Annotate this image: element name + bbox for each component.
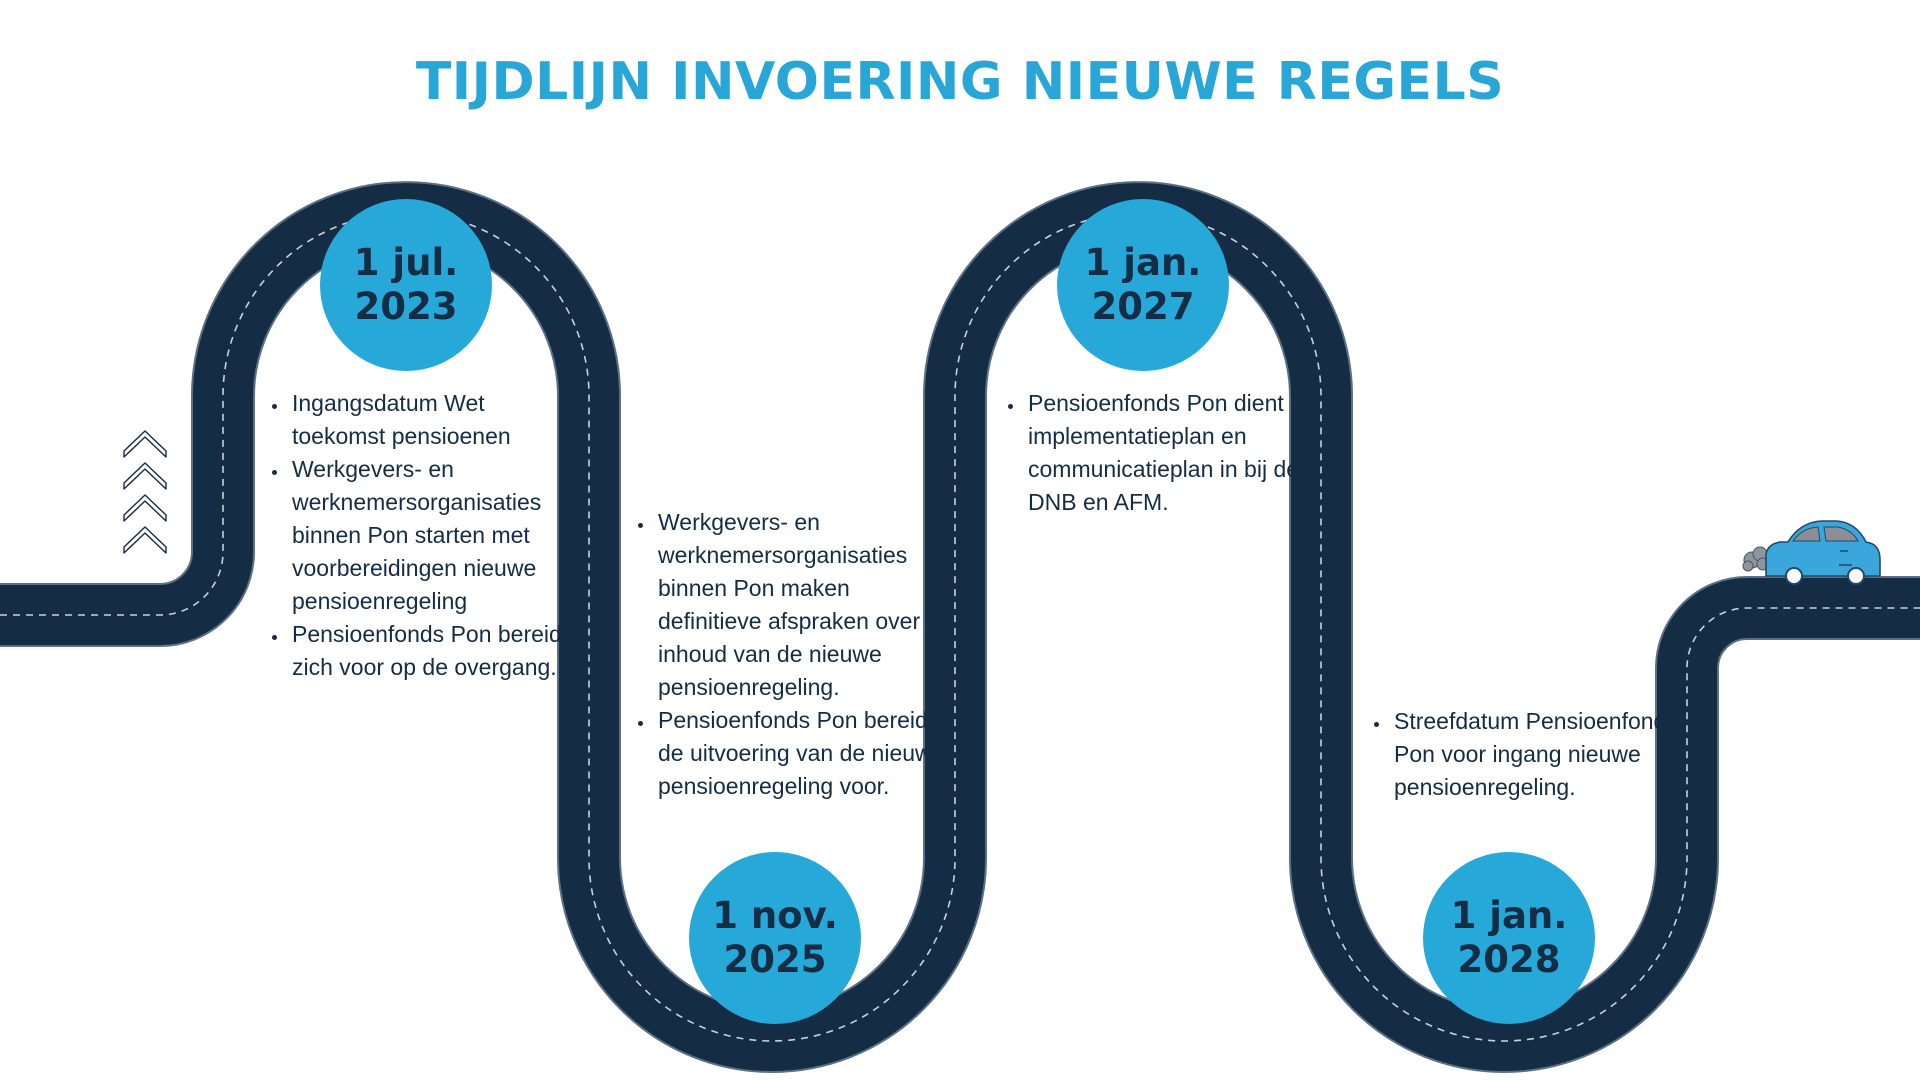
page-title: TIJDLIJN INVOERING NIEUWE REGELS <box>415 52 1505 112</box>
car-wheel <box>1785 567 1803 585</box>
milestone-date-2: 1 nov. 2025 <box>689 852 861 1024</box>
chevron-up-icon <box>123 494 167 522</box>
milestone-date-4-year: 2028 <box>1457 938 1561 981</box>
chevron-up-icon <box>123 430 167 554</box>
list-item: Ingangsdatum Wet toekomst pensioenen <box>289 387 579 453</box>
chevron-up-icon <box>123 430 167 458</box>
exhaust-cloud-icon <box>1742 546 1770 572</box>
list-item: Streefdatum Pensioenfonds Pon voor ingan… <box>1391 705 1691 804</box>
milestone-list-1: Ingangsdatum Wet toekomst pensioenen Wer… <box>266 387 579 684</box>
milestone-date-3: 1 jan. 2027 <box>1057 199 1229 371</box>
list-item: Werkgevers- en werknemersorganisaties bi… <box>289 453 579 618</box>
list-item: Pensioenfonds Pon bereidt de uitvoering … <box>655 704 955 803</box>
milestone-date-1-year: 2023 <box>354 285 458 328</box>
milestone-date-3-day: 1 jan. <box>1084 241 1202 284</box>
milestone-date-2-year: 2025 <box>723 938 827 981</box>
car-icon <box>1742 520 1881 585</box>
milestone-list-2: Werkgevers- en werknemersorganisaties bi… <box>632 506 955 803</box>
milestone-list-4: Streefdatum Pensioenfonds Pon voor ingan… <box>1368 705 1691 804</box>
list-item: Werkgevers- en werknemersorganisaties bi… <box>655 506 955 704</box>
milestone-list-3: Pensioenfonds Pon dient het implementati… <box>1002 387 1325 519</box>
car-wheel <box>1847 567 1865 585</box>
milestone-date-1: 1 jul. 2023 <box>320 199 492 371</box>
milestone-date-4: 1 jan. 2028 <box>1423 852 1595 1024</box>
milestone-date-1-day: 1 jul. <box>353 241 459 284</box>
milestone-date-3-year: 2027 <box>1091 285 1195 328</box>
chevron-up-icon <box>123 526 167 554</box>
milestone-date-2-day: 1 nov. <box>712 894 838 937</box>
list-item: Pensioenfonds Pon dient het implementati… <box>1025 387 1325 519</box>
car-body <box>1765 520 1881 577</box>
list-item: Pensioenfonds Pon bereidt zich voor op d… <box>289 618 579 684</box>
milestone-date-4-day: 1 jan. <box>1450 894 1568 937</box>
chevron-up-icon <box>123 462 167 490</box>
